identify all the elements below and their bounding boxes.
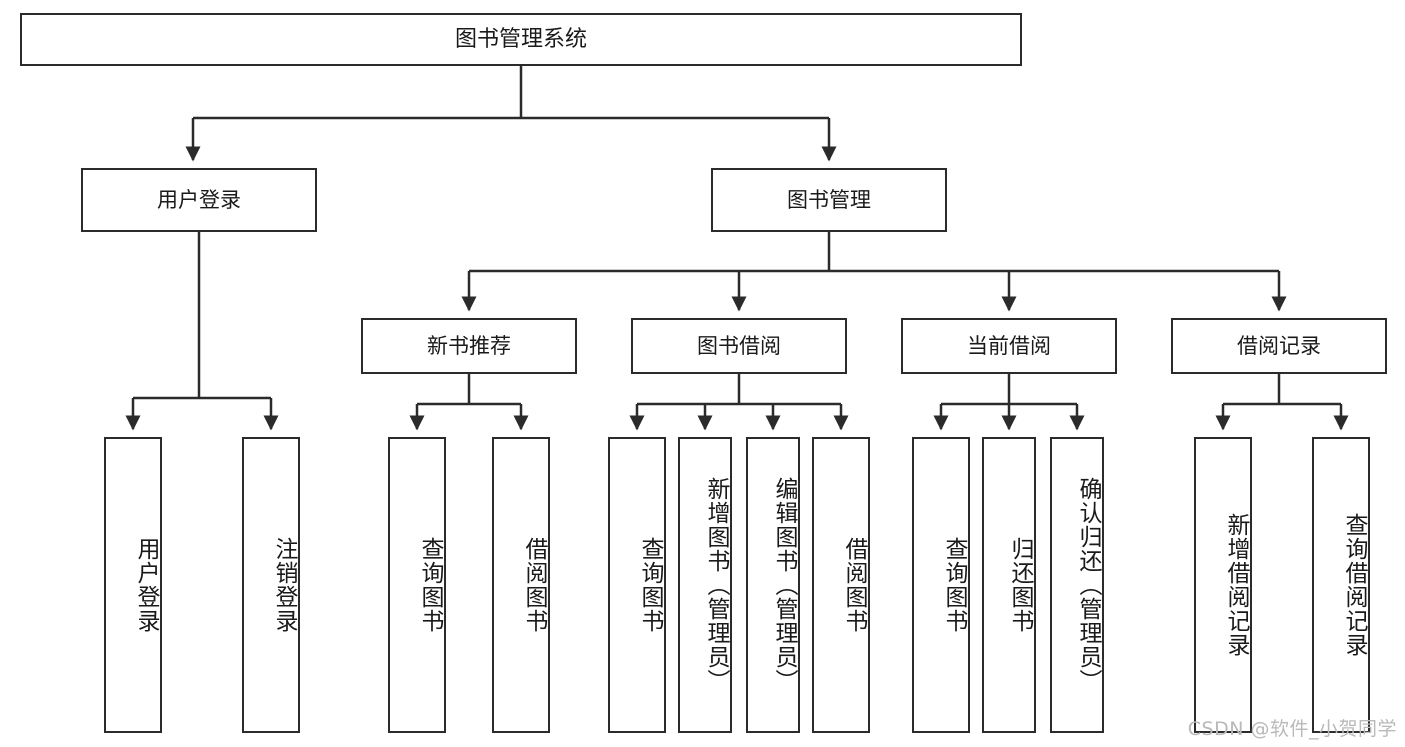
node-label: 编辑图书（管理员） [771,477,797,693]
node-label: 图书借阅 [697,333,781,358]
node-label: 新增借阅记录 [1223,513,1249,657]
node-label: 用户登录 [133,537,159,633]
node-label: 归还图书 [1007,537,1033,633]
leaf-current-borrow-return[interactable]: 归还图书 [982,437,1036,733]
node-new-book-recommend[interactable]: 新书推荐 [361,318,577,374]
node-label: 借阅图书 [521,537,547,633]
leaf-user-login-logout[interactable]: 注销登录 [242,437,300,733]
leaf-borrow-record-query[interactable]: 查询借阅记录 [1312,437,1370,733]
node-book-borrow[interactable]: 图书借阅 [631,318,847,374]
leaf-book-borrow-borrow[interactable]: 借阅图书 [812,437,870,733]
leaf-book-borrow-add[interactable]: 新增图书（管理员） [678,437,732,733]
node-label: 查询借阅记录 [1341,513,1367,657]
node-label: 查询图书 [417,537,443,633]
node-current-borrow[interactable]: 当前借阅 [901,318,1117,374]
node-label: 借阅图书 [841,537,867,633]
leaf-new-book-query[interactable]: 查询图书 [388,437,446,733]
node-borrow-record[interactable]: 借阅记录 [1171,318,1387,374]
node-label: 注销登录 [271,537,297,633]
node-label: 图书管理 [787,187,871,212]
node-label: 查询图书 [941,537,967,633]
leaf-book-borrow-edit[interactable]: 编辑图书（管理员） [746,437,800,733]
node-label: 借阅记录 [1237,333,1321,358]
node-root-book-management-system[interactable]: 图书管理系统 [20,13,1022,66]
leaf-current-borrow-query[interactable]: 查询图书 [912,437,970,733]
node-label: 确认归还（管理员） [1075,477,1101,693]
node-label: 新书推荐 [427,333,511,358]
leaf-book-borrow-query[interactable]: 查询图书 [608,437,666,733]
node-user-login[interactable]: 用户登录 [81,168,317,232]
leaf-borrow-record-add[interactable]: 新增借阅记录 [1194,437,1252,733]
node-label: 当前借阅 [967,333,1051,358]
leaf-new-book-borrow[interactable]: 借阅图书 [492,437,550,733]
leaf-user-login-login[interactable]: 用户登录 [104,437,162,733]
node-label: 新增图书（管理员） [703,477,729,693]
leaf-current-borrow-confirm-return[interactable]: 确认归还（管理员） [1050,437,1104,733]
node-label: 图书管理系统 [454,26,587,52]
node-label: 用户登录 [157,187,241,212]
node-book-management[interactable]: 图书管理 [711,168,947,232]
node-label: 查询图书 [637,537,663,633]
